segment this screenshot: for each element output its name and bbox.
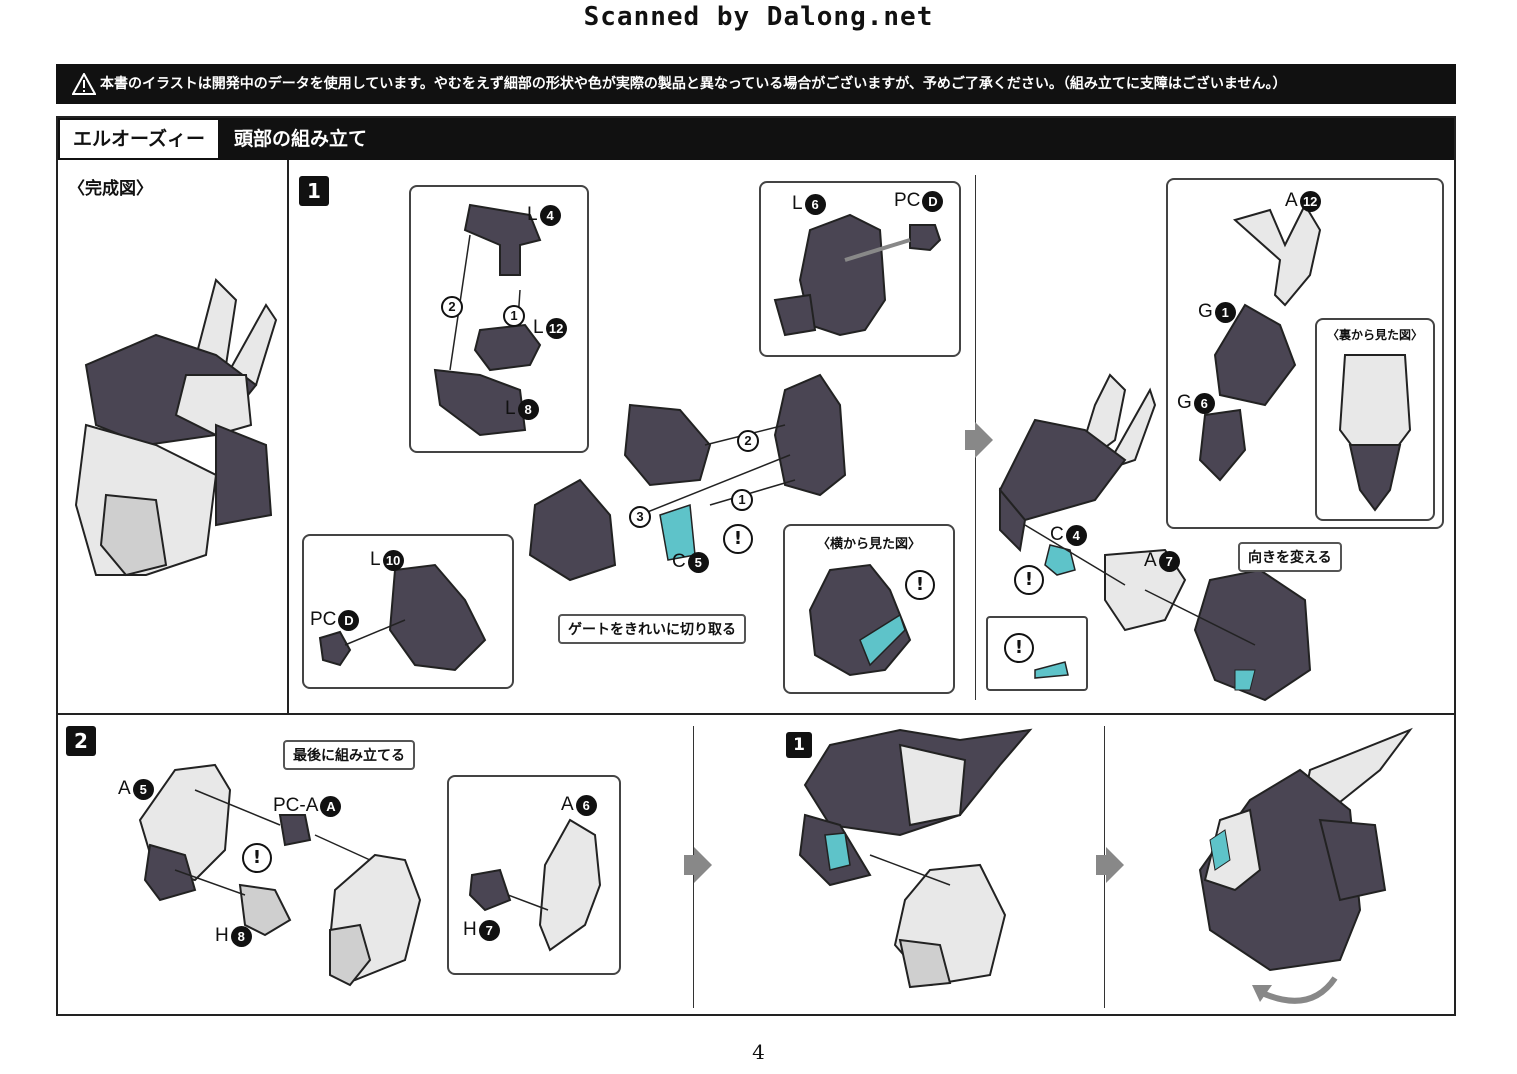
scanned-by-watermark: Scanned by Dalong.net [583,2,934,32]
caution-icon-pca: ! [242,843,272,873]
central-assembly-illustration [528,373,847,582]
caution-icon-c4: ! [1014,565,1044,595]
order-marker-2-b: 2 [737,430,759,452]
side-view-title: 〈横から見た図〉 [816,537,921,552]
step-arrow-1 [965,422,993,458]
caution-icon-c4-detail: ! [1004,633,1034,663]
step2-number: 2 [66,726,96,756]
section-title: 頭部の組み立て [234,128,368,150]
step2-middle-illustration [798,728,1033,989]
step-arrow-2 [684,847,712,883]
warning-banner: 本書のイラストは開発中のデータを使用しています。やむをえず細部の形状や色が実際の… [56,64,1456,104]
model-name: エルオーズィー [58,118,220,160]
l10-pcd-illustration [318,563,487,672]
divider-step2 [58,713,1454,715]
completed-label: 〈完成図〉 [68,179,153,199]
order-marker-1-a: 1 [503,305,525,327]
page-number: 4 [752,1040,765,1064]
warning-text: 本書のイラストは開発中のデータを使用しています。やむをえず細部の形状や色が実際の… [100,76,1287,92]
caution-icon-side-view: ! [905,570,935,600]
order-marker-3: 3 [629,506,651,528]
section-title-bar [58,118,1454,160]
a12-g1-g6-illustration [1198,202,1322,482]
step-arrow-3 [1096,847,1124,883]
step2-final-illustration [1198,727,1413,1004]
warning-icon [72,73,96,95]
subassembly-parts-illustration [433,203,542,437]
divider-completed [287,160,289,713]
instruction-frame [56,116,1456,1016]
caution-icon-c5: ! [723,524,753,554]
step2-left-illustration [138,763,422,987]
a6-h7-illustration [468,818,602,952]
l6-pcd-illustration [773,213,942,337]
side-view-illustration [808,563,912,677]
gate-note-callout: ゲートをきれいに切り取る [558,614,746,644]
order-marker-2-a: 2 [441,296,463,318]
step2-sub-number: 1 [786,732,812,758]
step1-number: 1 [299,176,329,206]
head-assembly-illustration [998,373,1312,702]
back-view-title: 〈裏から見た図〉 [1326,328,1423,342]
order-marker-1-b: 1 [731,489,753,511]
last-note-callout: 最後に組み立てる [283,740,415,770]
back-view-illustration [1338,354,1412,512]
completed-head-illustration [74,278,278,577]
turn-note-callout: 向きを変える [1238,542,1342,572]
c4-detail-illustration [1034,661,1069,679]
